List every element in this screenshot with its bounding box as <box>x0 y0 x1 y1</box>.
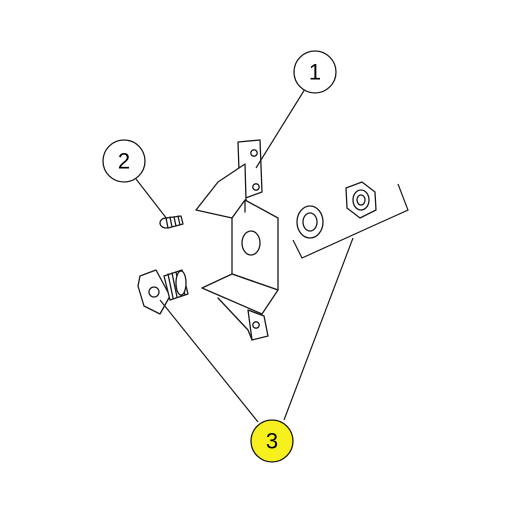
leader-line-2 <box>135 178 168 220</box>
group-bracket <box>292 183 409 259</box>
callout-3-highlight <box>250 419 294 463</box>
leader-line-3a <box>159 299 259 423</box>
screw-part <box>159 215 184 229</box>
washer-part <box>296 205 324 239</box>
leader-line-3b <box>283 237 354 421</box>
bracket-part <box>195 139 279 341</box>
leader-line-1 <box>255 88 306 169</box>
hex-nut-part <box>345 181 377 219</box>
callout-2-label: 2 <box>118 149 130 174</box>
flange-nut-part <box>137 269 189 315</box>
callout-3-label: 3 <box>266 429 278 454</box>
callout-2[interactable]: 2 <box>102 139 146 183</box>
callout-1-label: 1 <box>309 60 321 85</box>
callout-1[interactable]: 1 <box>293 50 337 94</box>
callout-3[interactable]: 3 <box>250 419 294 463</box>
